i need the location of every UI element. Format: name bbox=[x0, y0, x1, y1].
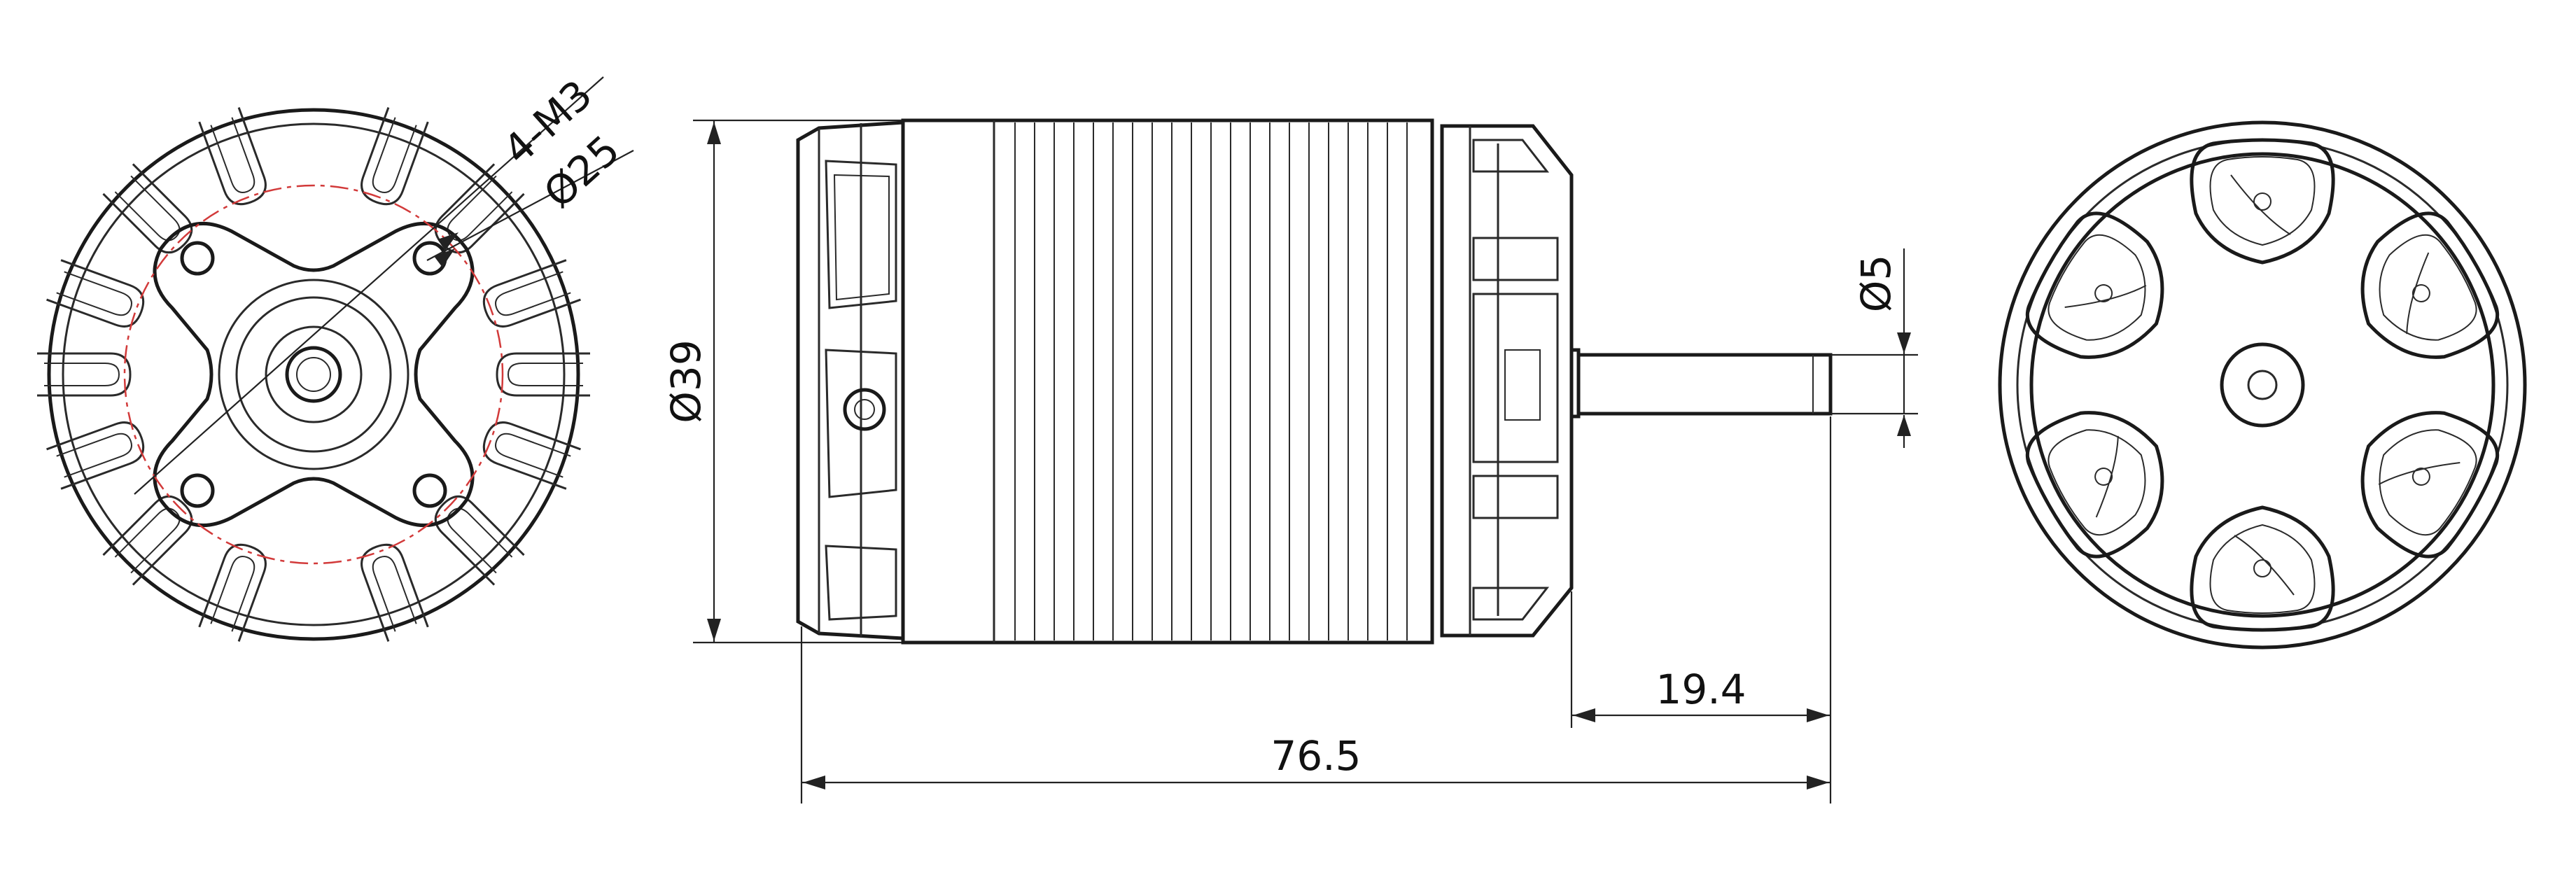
motor-shaft bbox=[1576, 353, 1833, 416]
arrow-icon bbox=[1573, 708, 1595, 722]
cooling-slots bbox=[36, 106, 592, 643]
rotor-rim bbox=[2029, 152, 2496, 618]
front-view-mount-face: 4-M3 Ø25 bbox=[36, 71, 634, 643]
m3-leader-line bbox=[426, 150, 634, 261]
rotor-hub bbox=[2220, 342, 2305, 428]
cooling-fins bbox=[1014, 122, 1408, 640]
inner-housing-circle bbox=[62, 122, 566, 626]
shaft-end bbox=[296, 357, 331, 392]
bolt-circle-dimension-line bbox=[134, 76, 604, 495]
arrow-icon bbox=[1807, 776, 1829, 790]
arrow-icon bbox=[707, 619, 721, 641]
rotor-petals bbox=[2015, 140, 2510, 630]
rear-view-rotor-face bbox=[1998, 120, 2527, 650]
hub-outer bbox=[218, 279, 410, 470]
rotor-outer-circle bbox=[1998, 120, 2527, 650]
side-view bbox=[796, 118, 1833, 645]
shaft-bore bbox=[285, 346, 342, 403]
body-diameter-label: Ø39 bbox=[662, 339, 710, 423]
arrow-icon bbox=[438, 232, 458, 251]
arrow-icon bbox=[1807, 708, 1829, 722]
arrow-icon bbox=[803, 776, 825, 790]
arrow-icon bbox=[1897, 332, 1911, 353]
shaft-diameter-label: Ø5 bbox=[1852, 255, 1900, 313]
mount-hole-icon bbox=[412, 473, 447, 508]
mount-hole-icon bbox=[180, 473, 215, 508]
mounting-plate bbox=[153, 221, 475, 528]
hub-ring bbox=[235, 296, 392, 453]
outer-housing-circle bbox=[47, 108, 580, 641]
rotor-shaft-end bbox=[2247, 370, 2278, 400]
arrow-icon bbox=[434, 248, 455, 267]
bearing-outer bbox=[265, 325, 363, 423]
overall-length-label: 76.5 bbox=[1270, 732, 1361, 780]
arrow-icon bbox=[707, 122, 721, 144]
rotor-bell bbox=[1440, 124, 1574, 638]
set-screw bbox=[843, 388, 886, 431]
side-view-dimensions: Ø39 Ø5 19.4 76.5 bbox=[662, 119, 1918, 804]
motor-can bbox=[901, 118, 1434, 645]
bolt-circle-centerline bbox=[123, 184, 504, 565]
mount-hole-icon bbox=[180, 241, 215, 276]
shaft-length-label: 19.4 bbox=[1656, 666, 1746, 713]
end-cap-left bbox=[796, 120, 905, 640]
